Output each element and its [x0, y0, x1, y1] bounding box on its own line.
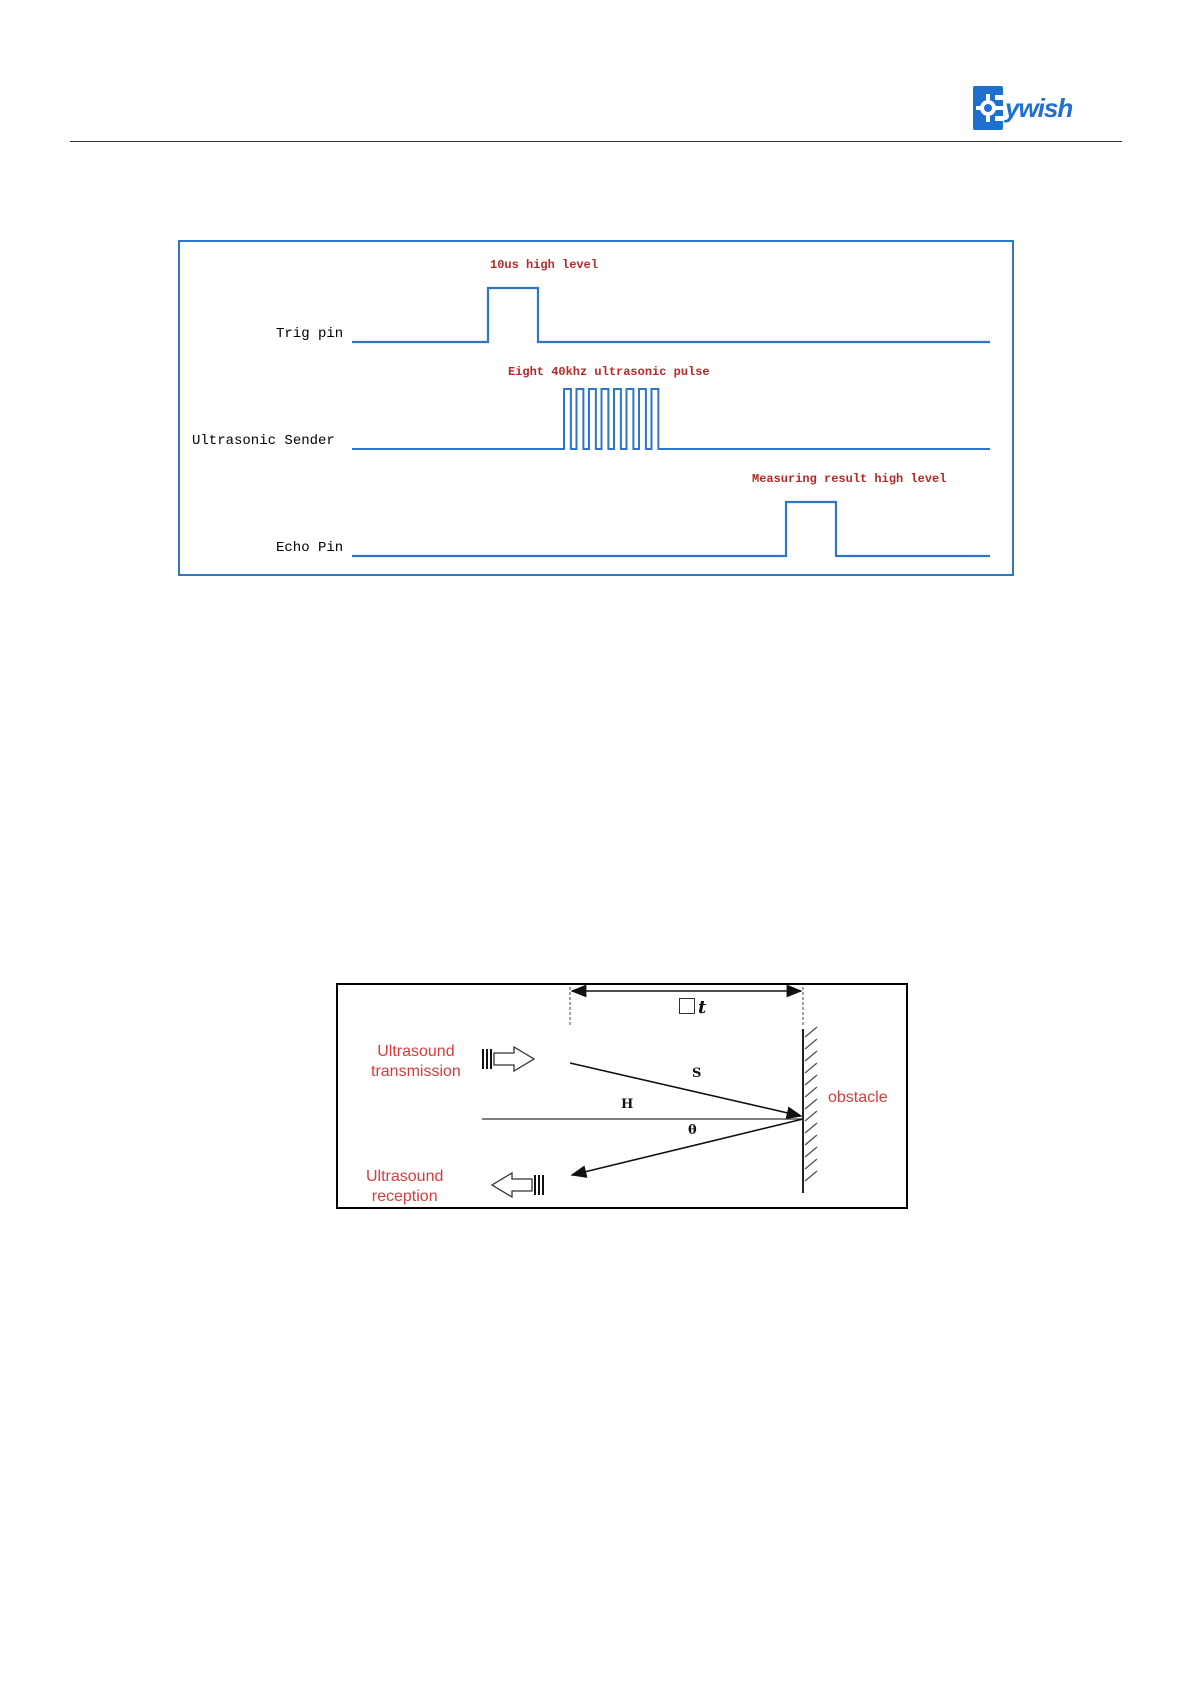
incident-ray	[569, 1062, 803, 1120]
obstacle-hatching	[804, 1026, 818, 1182]
hatch-mark	[804, 1122, 818, 1134]
hatch-mark	[804, 1038, 818, 1050]
h-label: H	[621, 1097, 634, 1112]
transmission-label: Ultrasound transmission	[371, 1043, 461, 1080]
transmitter-arrow-icon	[482, 1045, 536, 1073]
timing-waveforms	[352, 286, 990, 558]
ultrasonic-sender-label: Ultrasonic Sender	[192, 433, 335, 449]
hatch-mark	[804, 1170, 818, 1182]
echo-pulse-annotation: Measuring result high level	[752, 472, 947, 486]
hatch-mark	[804, 1074, 818, 1086]
hatch-mark	[804, 1158, 818, 1170]
trig-waveform	[352, 286, 990, 344]
delta-t-symbol: t	[698, 997, 707, 1018]
hatch-mark	[804, 1086, 818, 1098]
echo-pin-label: Echo Pin	[276, 540, 344, 556]
hatch-mark	[804, 1134, 818, 1146]
header-divider	[70, 141, 1122, 142]
reception-label: Ultrasound reception	[366, 1168, 444, 1205]
logo-wordmark: ywish	[1005, 93, 1073, 123]
s-label: S	[692, 1066, 702, 1081]
eywish-logo-icon	[973, 86, 1003, 130]
trig-pulse-annotation: 10us high level	[490, 258, 599, 272]
receiver-arrow-icon	[490, 1171, 544, 1199]
hatch-mark	[804, 1062, 818, 1074]
echo-waveform	[352, 500, 990, 558]
ranging-geometry	[482, 985, 818, 1199]
ranging-diagram: t Ultrasound transmission Ultrasound rec…	[336, 983, 908, 1209]
trig-pin-label: Trig pin	[276, 326, 344, 342]
hatch-mark	[804, 1098, 818, 1110]
theta-label: θ	[688, 1123, 697, 1138]
delta-t-label: t	[679, 997, 706, 1018]
hatch-mark	[804, 1110, 818, 1122]
hatch-mark	[804, 1026, 818, 1038]
hatch-mark	[804, 1146, 818, 1158]
timing-diagram: Trig pin Ultrasonic Sender Echo Pin 10us…	[178, 240, 1014, 576]
sender-waveform	[352, 388, 990, 450]
reflected-ray	[570, 1118, 804, 1178]
hatch-mark	[804, 1050, 818, 1062]
obstacle-label: obstacle	[828, 1089, 888, 1106]
burst-annotation: Eight 40khz ultrasonic pulse	[508, 365, 710, 379]
delta-symbol-icon	[679, 998, 695, 1014]
